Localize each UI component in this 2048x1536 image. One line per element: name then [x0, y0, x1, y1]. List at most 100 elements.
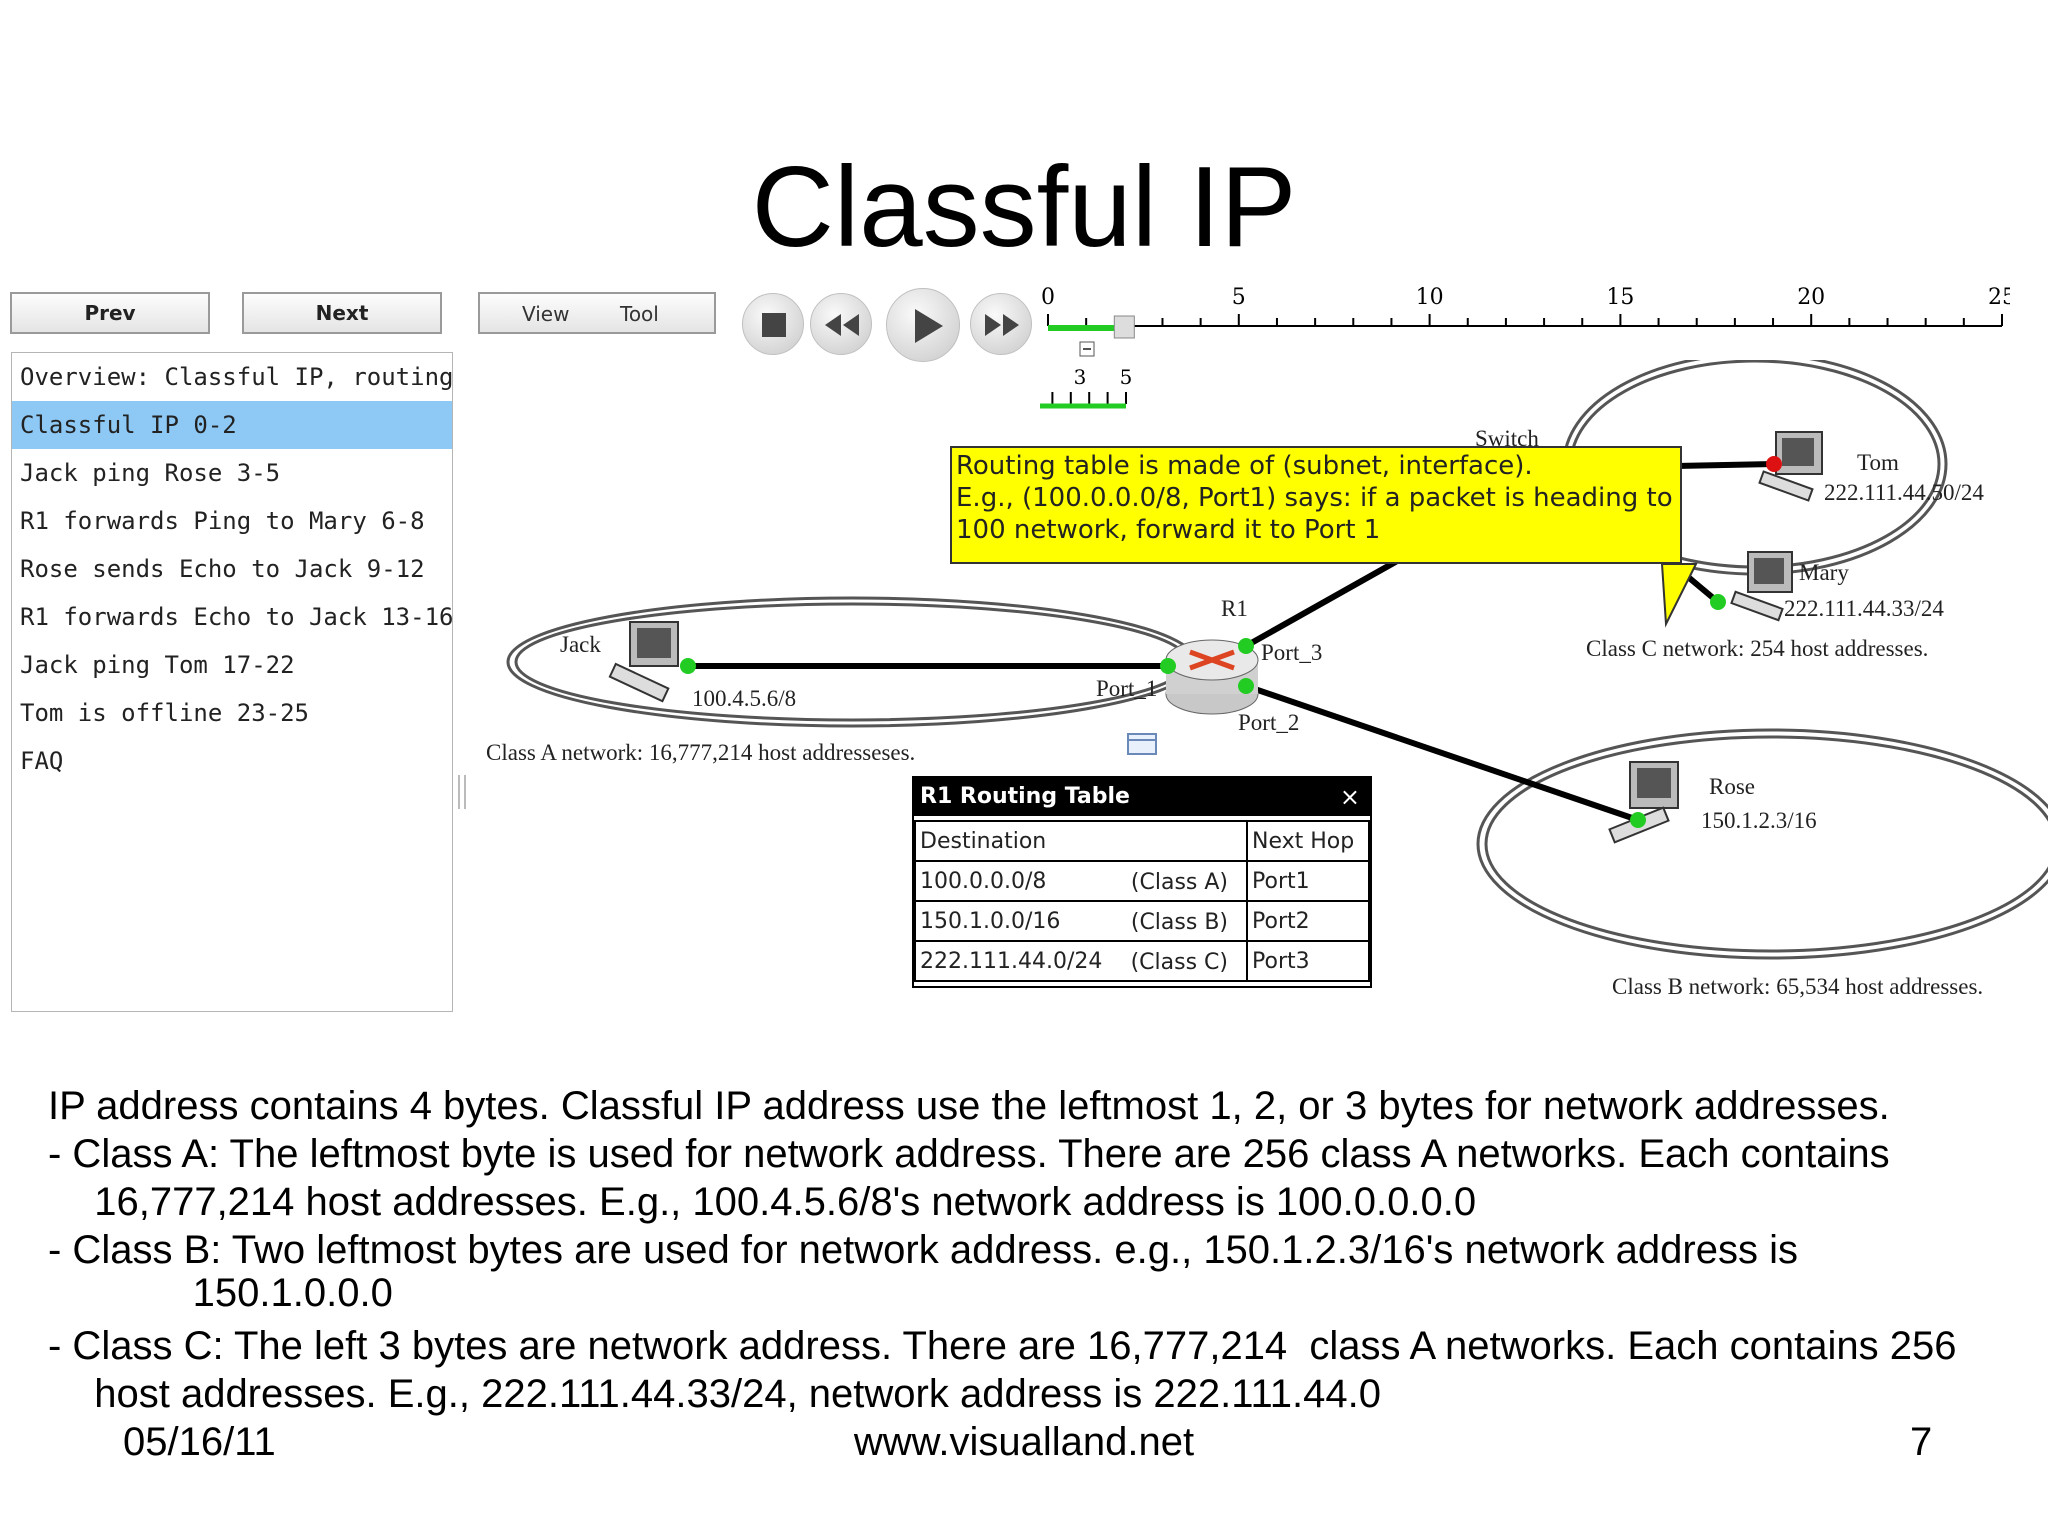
destination-header: Destination: [914, 820, 1248, 862]
outline-item[interactable]: Tom is offline 23-25: [20, 699, 309, 727]
step-tick-label: 5: [1120, 365, 1133, 389]
panel-splitter[interactable]: [458, 775, 466, 809]
port3-label: Port_3: [1261, 640, 1323, 665]
body-line: host addresses. E.g., 222.111.44.33/24, …: [72, 1372, 1382, 1416]
next-button[interactable]: Next: [242, 292, 442, 334]
slide-body-text: IP address contains 4 bytes. Classful IP…: [48, 1082, 2008, 1418]
jack-ip: 100.4.5.6/8: [692, 686, 797, 711]
table-toggle-icon: [1127, 733, 1157, 755]
next-hop-cell: Port3: [1246, 940, 1370, 982]
stop-icon: [762, 313, 786, 337]
step-tick-label: 3: [1074, 365, 1087, 389]
close-icon[interactable]: ×: [1339, 783, 1360, 811]
rose-name: Rose: [1709, 774, 1755, 799]
callout-line: E.g., (100.0.0.0/8, Port1) says: if a pa…: [956, 483, 1673, 513]
link-switch-tom: [1675, 461, 1775, 469]
next-hop-header: Next Hop: [1246, 820, 1370, 862]
play-icon: [915, 309, 943, 343]
rose-computer-icon: [1608, 761, 1679, 844]
tom-name: Tom: [1857, 450, 1899, 475]
table-row: 222.111.44.0/24(Class C) Port3: [914, 940, 1370, 982]
view-menu[interactable]: View: [522, 302, 570, 326]
rose-link-status-dot: [1630, 812, 1646, 828]
class-b-network-ellipse: [1476, 728, 2048, 960]
body-line: IP address contains 4 bytes. Classful IP…: [48, 1084, 1890, 1128]
footer-url: www.visualland.net: [853, 1420, 1195, 1464]
body-line: - Class B: Two leftmost bytes are used f…: [48, 1228, 1798, 1272]
jack-name: Jack: [560, 632, 601, 657]
outline-item[interactable]: Rose sends Echo to Jack 9-12: [20, 555, 425, 583]
port1-label: Port_1: [1096, 676, 1158, 701]
class-c-caption: Class C network: 254 host addresses.: [1586, 636, 1929, 661]
jack-link-status-dot: [680, 658, 696, 674]
mary-ip: 222.111.44.33/24: [1784, 596, 1944, 621]
mary-link-status-dot: [1710, 594, 1726, 610]
destination-cell: 222.111.44.0/24(Class C): [914, 940, 1248, 982]
destination-value: 150.1.0.0/16: [920, 908, 1061, 934]
stop-button[interactable]: [742, 293, 804, 355]
outline-panel: Overview: Classful IP, routing tabClassf…: [11, 352, 453, 1012]
class-value: (Class C): [1130, 950, 1228, 975]
timeline-tick-label: 0: [1041, 285, 1055, 310]
routing-table-title: R1 Routing Table: [920, 784, 1130, 809]
mary-computer-icon: [1730, 551, 1793, 622]
callout-line: 100 network, forward it to Port 1: [956, 515, 1381, 545]
class-a-network-ellipse: [506, 596, 1198, 728]
destination-value: 100.0.0.0/8: [920, 868, 1047, 894]
routing-table-window: R1 Routing Table × Destination Next Hop …: [912, 776, 1372, 988]
prev-button[interactable]: Prev: [10, 292, 210, 334]
timeline-tick-label: 5: [1232, 285, 1246, 310]
tool-menu[interactable]: Tool: [620, 302, 659, 326]
fast-forward-icon: [985, 314, 1019, 336]
class-value: (Class B): [1130, 910, 1228, 935]
table-header-row: Destination Next Hop: [914, 820, 1370, 862]
tom-link-status-dot: [1766, 456, 1782, 472]
mary-name: Mary: [1799, 560, 1849, 585]
port3-status-dot: [1238, 638, 1254, 654]
routing-table: Destination Next Hop 100.0.0.0/8 (Class A…: [914, 820, 1370, 982]
outline-item[interactable]: R1 forwards Echo to Jack 13-16: [20, 603, 452, 631]
router-label: R1: [1221, 596, 1248, 621]
fast-forward-button[interactable]: [970, 293, 1032, 355]
jack-computer-icon: [608, 621, 679, 703]
timeline-tick-label: 15: [1606, 285, 1634, 310]
tom-ip: 222.111.44.50/24: [1824, 480, 1984, 505]
rose-ip: 150.1.2.3/16: [1701, 808, 1817, 833]
routing-table-titlebar[interactable]: R1 Routing Table ×: [914, 778, 1370, 816]
routing-table-callout: Routing table is made of (subnet, interf…: [950, 446, 1682, 564]
view-tool-bar: View Tool: [478, 292, 716, 334]
outline-item[interactable]: Jack ping Tom 17-22: [20, 651, 295, 679]
outline-item[interactable]: FAQ: [20, 747, 64, 775]
class-value: (Class A): [1130, 870, 1228, 895]
next-hop-cell: Port2: [1246, 900, 1370, 942]
destination-cell: 100.0.0.0/8 (Class A): [914, 860, 1248, 902]
port2-status-dot: [1238, 678, 1254, 694]
link-r1-rose: [1245, 683, 1639, 823]
outline-item[interactable]: Overview: Classful IP, routing tab: [20, 363, 452, 391]
port2-label: Port_2: [1238, 710, 1300, 735]
body-line: 150.1.0.0.0: [126, 1271, 393, 1315]
tom-computer-icon: [1758, 431, 1823, 502]
port1-status-dot: [1160, 658, 1176, 674]
timeline-tick-label: 20: [1797, 285, 1825, 310]
play-button[interactable]: [886, 288, 960, 362]
body-line: 16,777,214 host addresses. E.g., 100.4.5…: [72, 1180, 1477, 1224]
callout-line: Routing table is made of (subnet, interf…: [956, 451, 1533, 481]
outline-item[interactable]: Jack ping Rose 3-5: [20, 459, 281, 487]
body-line: - Class A: The leftmost byte is used for…: [48, 1132, 1890, 1176]
outline-item[interactable]: Classful IP 0-2: [12, 401, 452, 449]
next-hop-cell: Port1: [1246, 860, 1370, 902]
table-row: 150.1.0.0/16 (Class B) Port2: [914, 900, 1370, 942]
timeline-handle[interactable]: [1113, 315, 1135, 339]
timeline-slider[interactable]: 0510152025135: [1040, 280, 2010, 420]
destination-cell: 150.1.0.0/16 (Class B): [914, 900, 1248, 942]
timeline-tick-label: 10: [1416, 285, 1444, 310]
footer-page-number: 7: [1910, 1420, 1933, 1464]
slide-title: Classful IP: [751, 144, 1297, 271]
link-r1-switch: [1244, 553, 1408, 649]
outline-item[interactable]: R1 forwards Ping to Mary 6-8: [20, 507, 425, 535]
class-b-caption: Class B network: 65,534 host addresses.: [1612, 974, 1984, 999]
footer-date: 05/16/11: [123, 1420, 276, 1464]
rewind-button[interactable]: [810, 293, 872, 355]
class-a-caption: Class A network: 16,777,214 host address…: [486, 740, 916, 765]
